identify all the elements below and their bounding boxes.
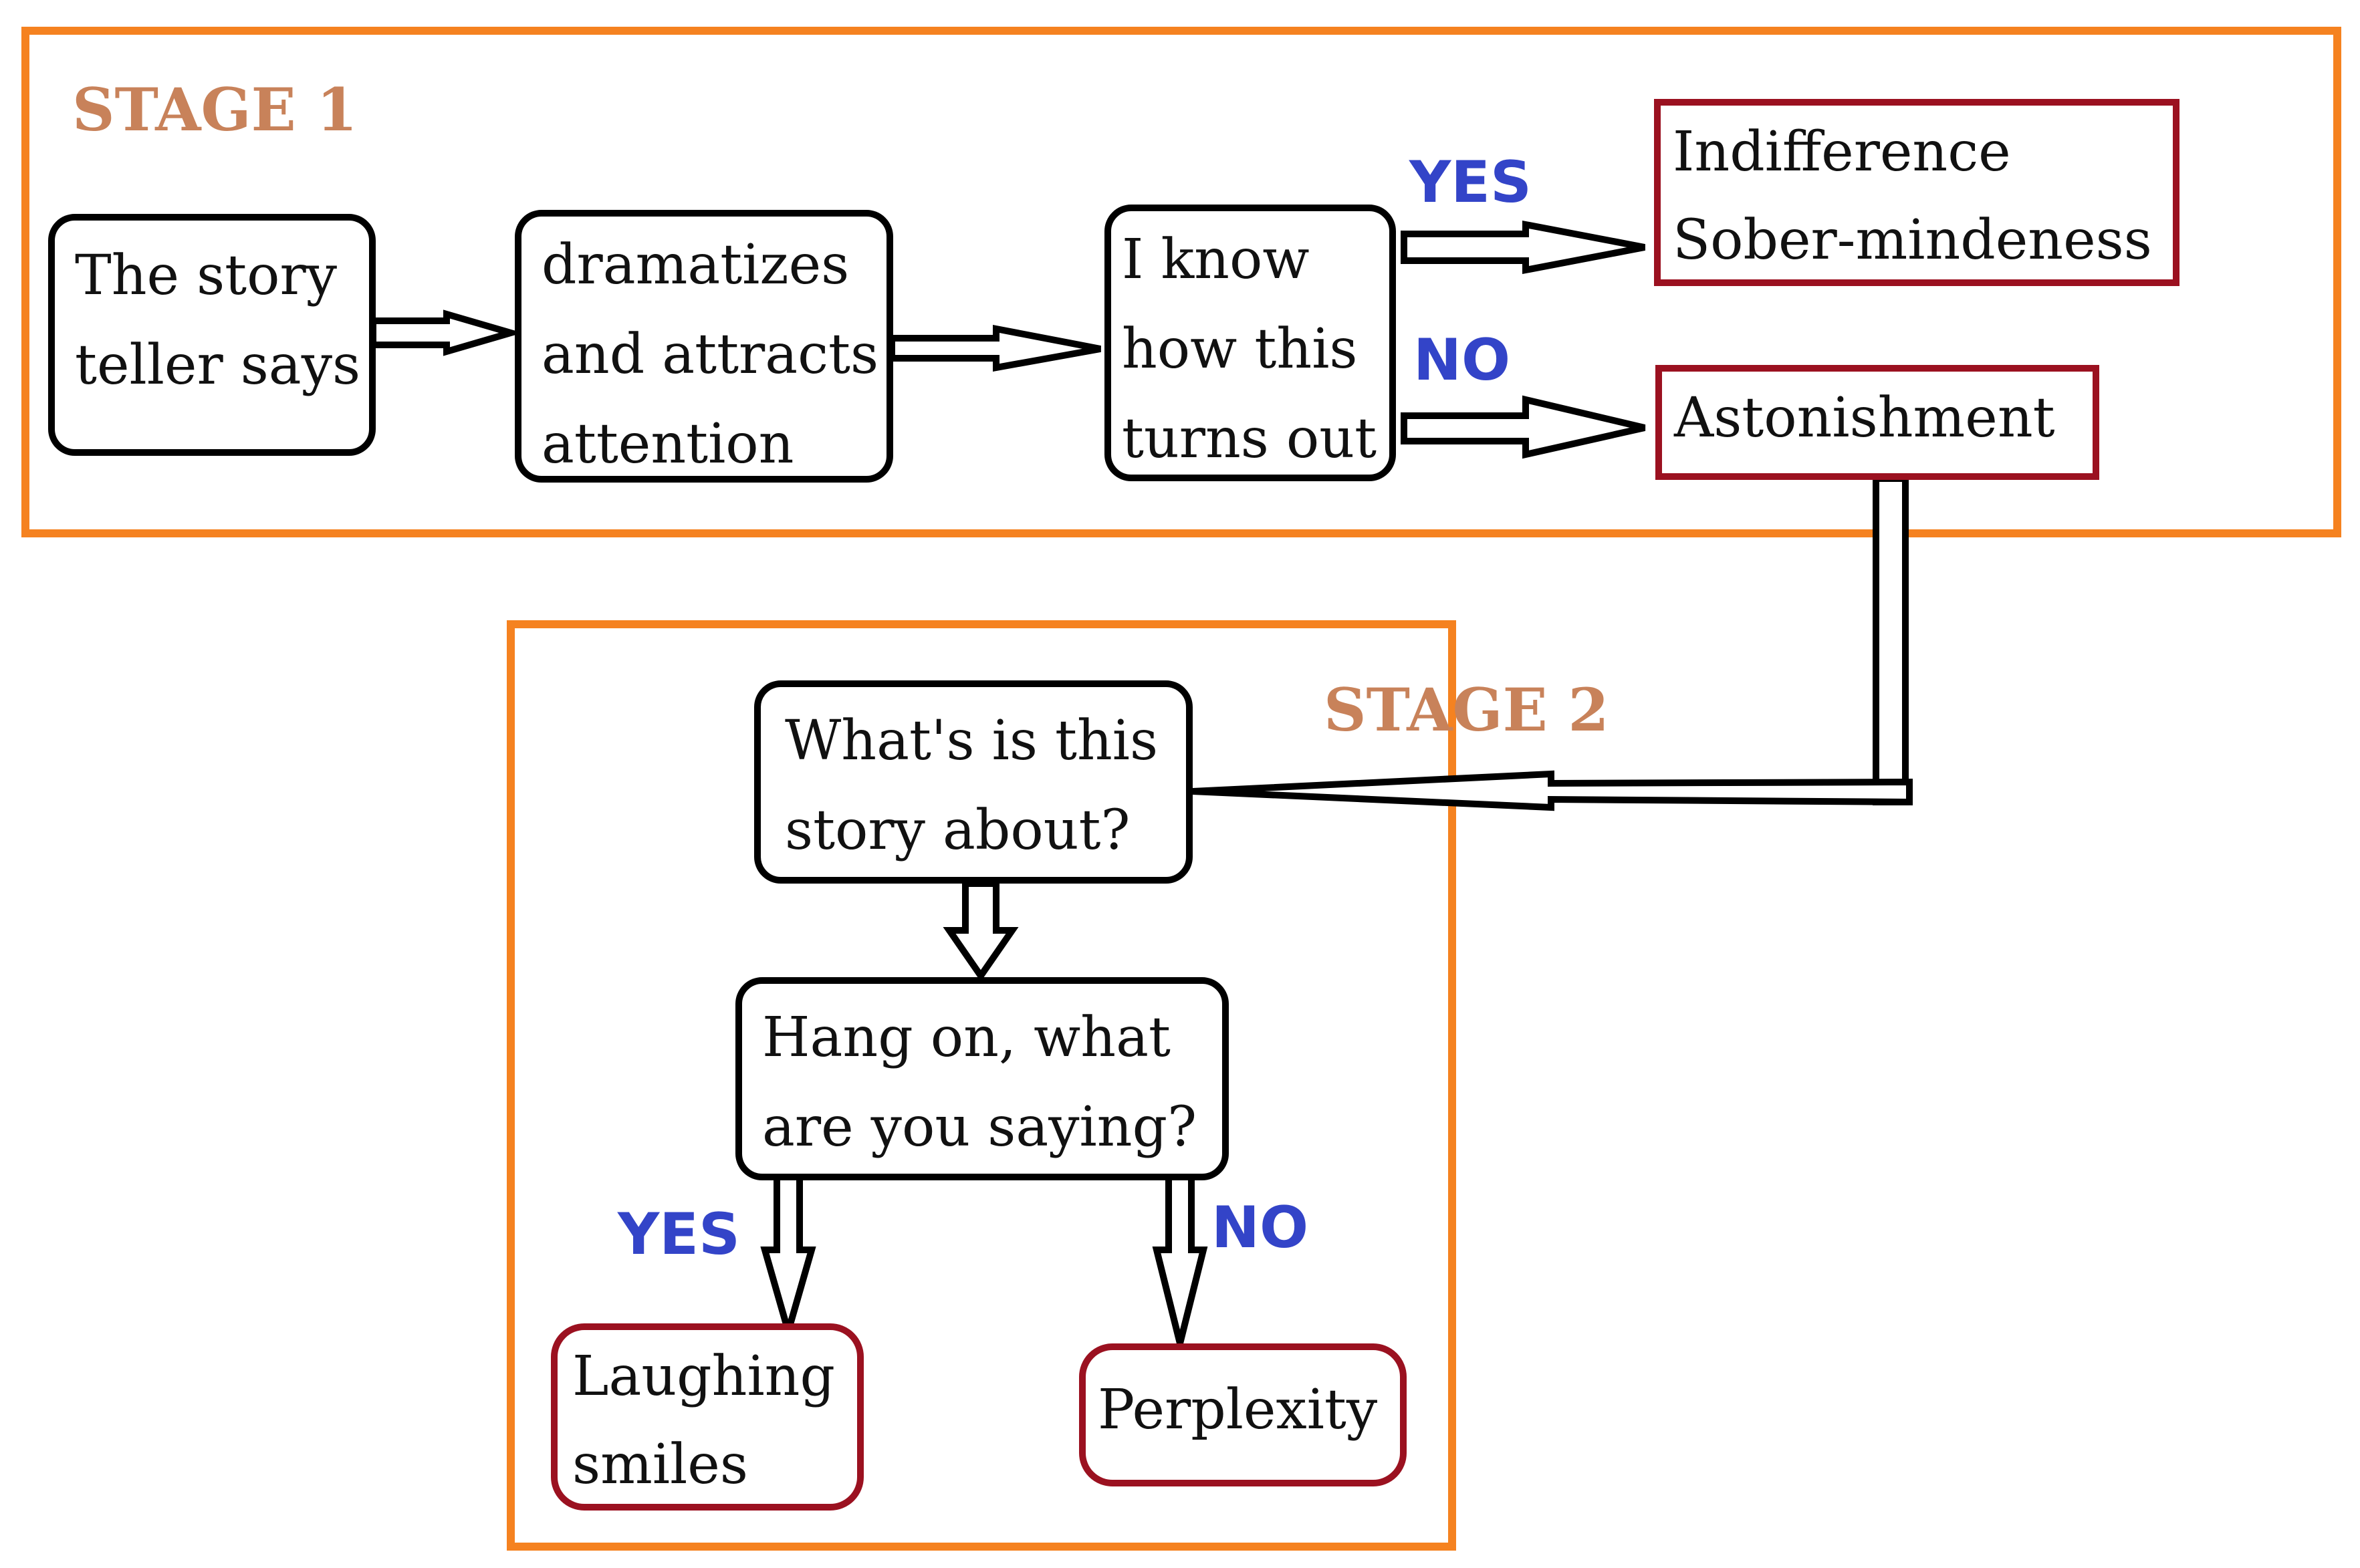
stage-1-no-label: NO (1413, 327, 1511, 394)
stage-1-label: STAGE 1 (72, 75, 358, 144)
arrow-yes-to-indifference (1401, 220, 1645, 275)
arrow-storyteller-to-dramatizes (370, 309, 523, 356)
story-question-box: What's is this story about? (754, 680, 1193, 884)
knowing-line-3: turns out (1122, 407, 1377, 471)
hang-on-box: Hang on, what are you saying? (735, 977, 1229, 1180)
dramatizes-box: dramatizes and attracts attention (515, 210, 893, 483)
stage-2-frame (507, 620, 1456, 1551)
stage-2-no-label: NO (1211, 1194, 1309, 1261)
knowing-line-1: I know (1122, 228, 1310, 291)
astonishment-text: Astonishment (1674, 386, 2055, 450)
storyteller-line-2: teller says (75, 334, 361, 397)
story-question-line-1: What's is this (785, 709, 1159, 773)
dramatizes-line-1: dramatizes (542, 233, 850, 297)
storyteller-line-1: The story (75, 244, 338, 307)
arrow-astonishment-down (1873, 475, 1909, 805)
stage-1-yes-label: YES (1409, 149, 1532, 216)
perplexity-text: Perplexity (1098, 1378, 1378, 1442)
arrow-question-to-hangon (943, 880, 1019, 982)
knowing-box: I know how this turns out (1104, 205, 1396, 481)
hang-on-line-1: Hang on, what (762, 1006, 1171, 1069)
stage-2-label: STAGE 2 (1324, 675, 1609, 745)
laughing-line-1: Laughing (572, 1345, 835, 1408)
stage-2-yes-label: YES (618, 1201, 740, 1268)
knowing-line-2: how this (1122, 317, 1358, 381)
hang-on-line-2: are you saying? (762, 1095, 1197, 1159)
laughing-line-2: smiles (572, 1433, 748, 1496)
stage-1-frame (21, 27, 2341, 537)
astonishment-outcome: Astonishment (1655, 365, 2099, 480)
indifference-line-1: Indifference (1673, 120, 2011, 184)
arrow-yes-to-laughing (760, 1170, 816, 1344)
laughing-smiles-outcome: Laughing smiles (551, 1323, 864, 1511)
perplexity-outcome: Perplexity (1079, 1343, 1407, 1486)
arrow-no-to-perplexity (1152, 1170, 1208, 1345)
arrow-no-to-astonishment (1401, 395, 1646, 459)
dramatizes-line-3: attention (542, 412, 794, 476)
storyteller-box: The story teller says (48, 214, 376, 456)
indifference-line-2: Sober-mindeness (1673, 209, 2152, 272)
dramatizes-line-2: and attracts (542, 323, 879, 386)
arrow-astonishment-to-stage2 (1192, 770, 1913, 811)
indifference-outcome: Indifference Sober-mindeness (1654, 99, 2179, 286)
story-question-line-2: story about? (785, 799, 1131, 862)
arrow-dramatizes-to-knowing (889, 324, 1101, 372)
